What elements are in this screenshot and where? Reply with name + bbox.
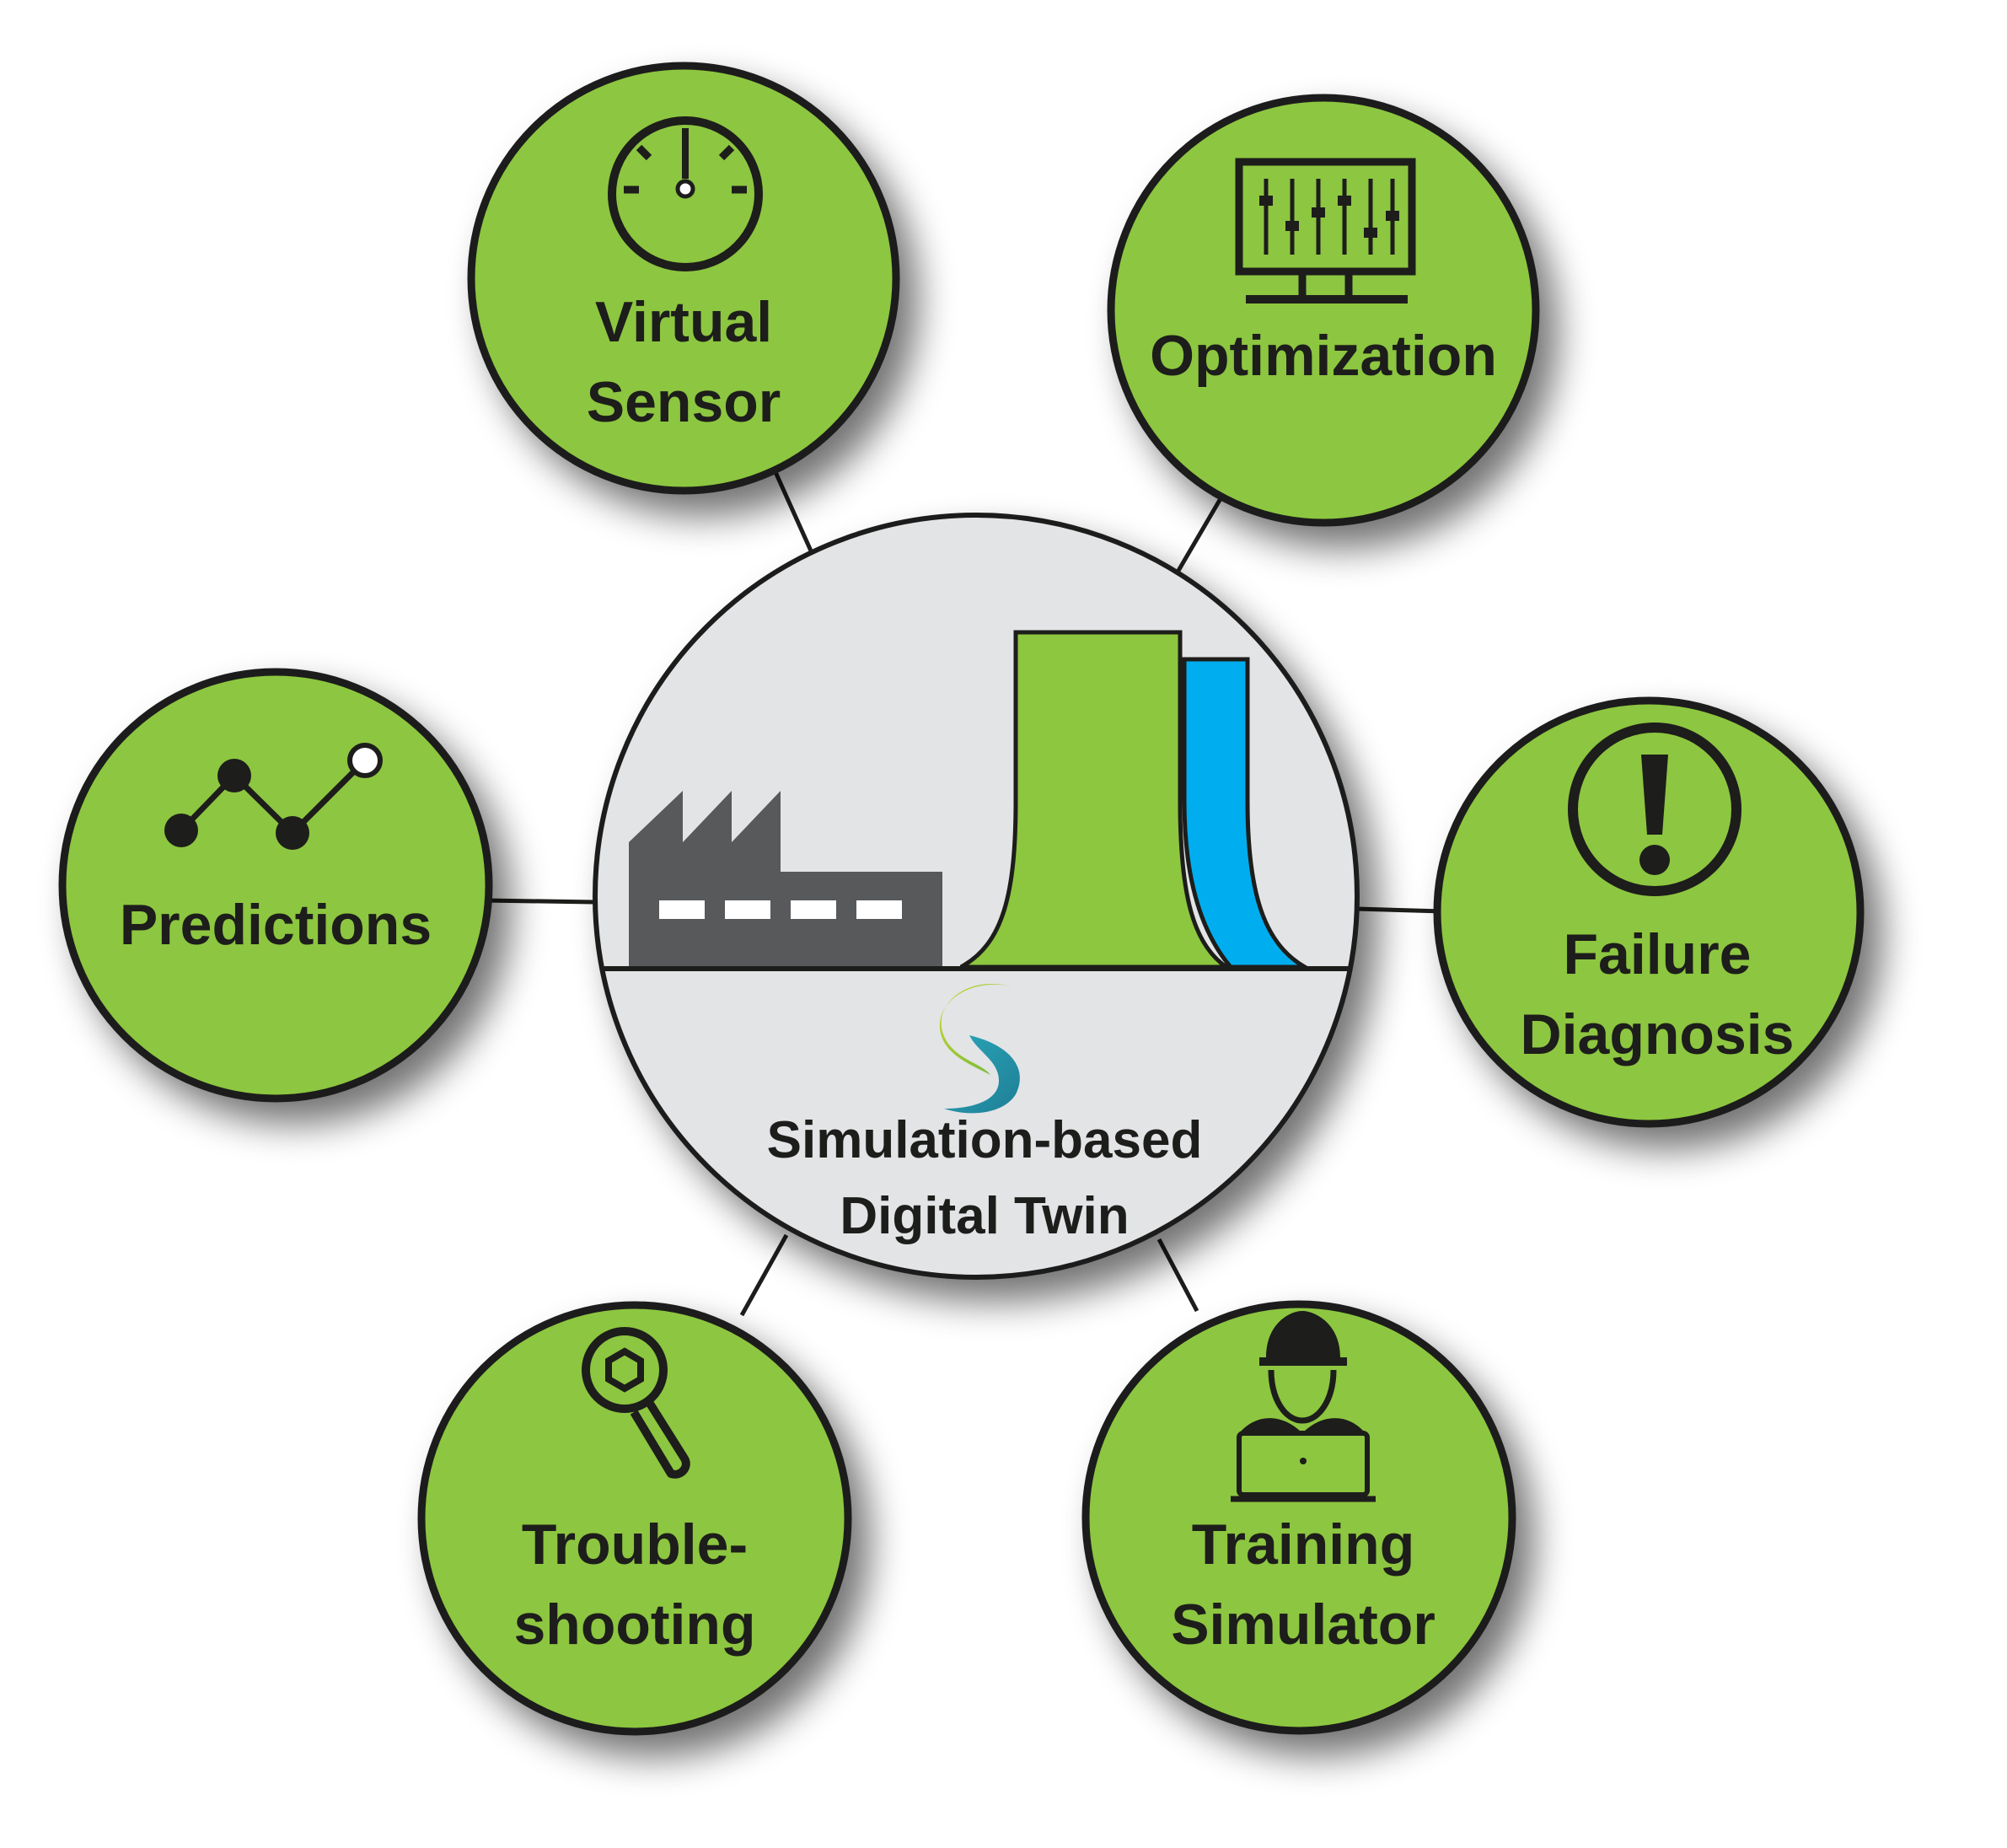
wrench-icon — [582, 1327, 690, 1479]
failure-diagnosis-circle — [1433, 696, 1865, 1128]
failure-diagnosis-label: Failure Diagnosis — [1472, 915, 1843, 1075]
virtual-sensor-label: Virtual Sensor — [515, 282, 852, 443]
line-chart-icon — [164, 743, 383, 850]
training-simulator-line1: Training — [1191, 1512, 1415, 1577]
connector-troubleshooting — [739, 1233, 789, 1317]
optimization-circle — [1107, 94, 1540, 527]
connector-training-simulator — [1156, 1238, 1199, 1313]
s-logo-icon — [939, 984, 1020, 1114]
failure-diagnosis-line2: Diagnosis — [1520, 1002, 1795, 1067]
virtual-sensor-line2: Sensor — [586, 370, 781, 435]
connector-predictions — [484, 898, 595, 905]
plant-illustration — [595, 630, 1357, 971]
optimization-line1: Optimization — [1150, 324, 1497, 388]
predictions-label: Predictions — [90, 885, 461, 965]
exclamation-circle-icon — [1568, 723, 1741, 896]
connector-lines — [484, 470, 1444, 1317]
connector-optimization — [1173, 494, 1225, 577]
satellite-circles — [58, 62, 1865, 1736]
center-title-line2: Digital Twin — [840, 1186, 1130, 1245]
training-simulator-line2: Simulator — [1171, 1593, 1435, 1657]
monitor-sliders-icon — [1235, 158, 1416, 304]
center-title: Simulation-based Digital Twin — [690, 1103, 1280, 1254]
troubleshooting-line1: Trouble- — [521, 1512, 749, 1577]
virtual-sensor-circle — [467, 62, 900, 495]
center-node — [593, 513, 1360, 1280]
connector-failure-diagnosis — [1356, 906, 1444, 914]
troubleshooting-line2: shooting — [513, 1593, 756, 1657]
center-title-line1: Simulation-based — [766, 1111, 1203, 1169]
troubleshooting-circle — [417, 1301, 852, 1736]
training-simulator-circle — [1081, 1300, 1516, 1735]
worker-laptop-icon — [1231, 1311, 1376, 1502]
failure-diagnosis-line1: Failure — [1563, 922, 1752, 986]
gauge-icon — [608, 116, 763, 271]
factory-windows — [659, 900, 902, 919]
training-simulator-label: Training Simulator — [1126, 1505, 1480, 1665]
factory-icon — [629, 791, 942, 967]
connector-virtual-sensor — [773, 470, 816, 558]
optimization-label: Optimization — [1130, 316, 1517, 396]
predictions-line1: Predictions — [119, 893, 432, 957]
troubleshooting-label: Trouble- shooting — [466, 1505, 803, 1665]
virtual-sensor-line1: Virtual — [594, 290, 773, 354]
predictions-circle — [58, 668, 493, 1103]
